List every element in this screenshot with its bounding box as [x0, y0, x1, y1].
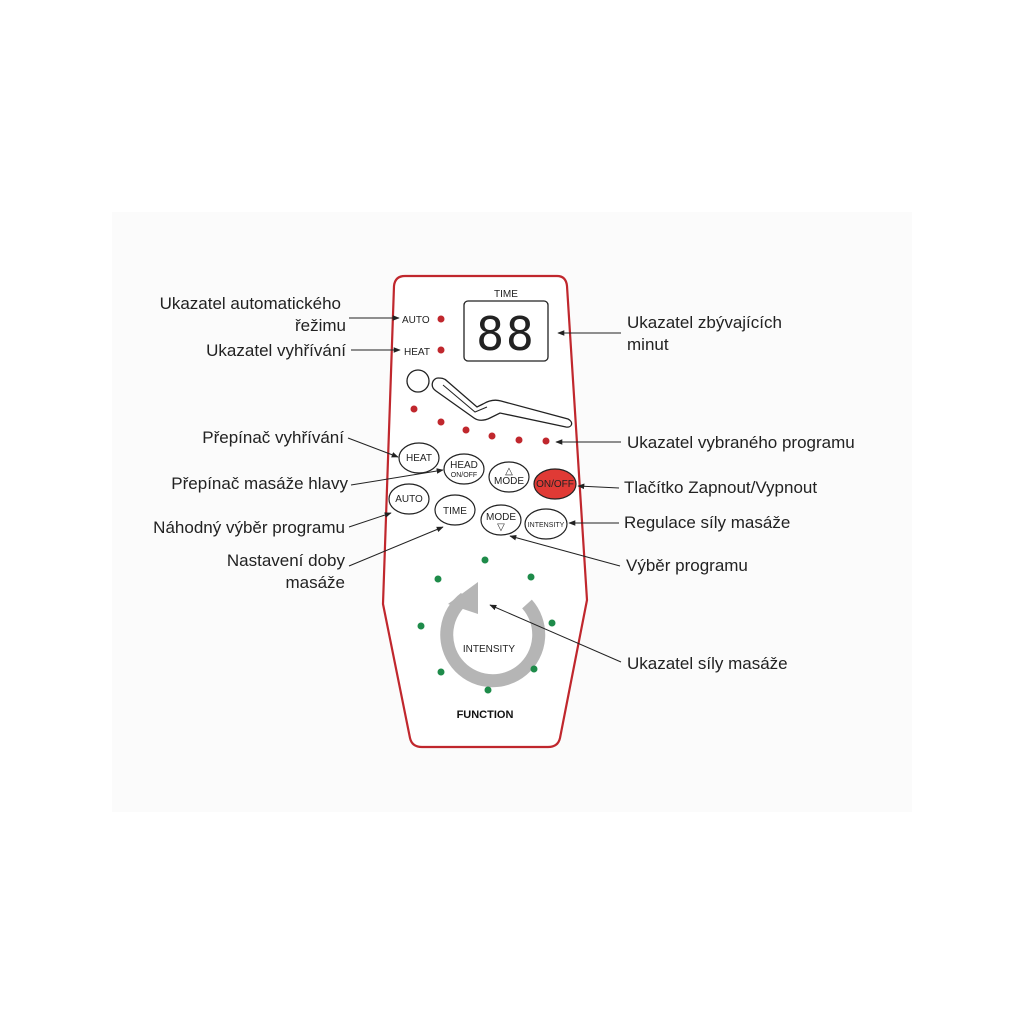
intensity-dial: INTENSITY — [440, 582, 546, 688]
callout-head-switch: Přepínač masáže hlavy — [171, 474, 348, 493]
intensity-led — [530, 665, 538, 673]
time-display — [463, 300, 549, 362]
mode-up-button-label: MODE — [494, 476, 524, 487]
arrow-head-switch — [350, 468, 444, 486]
program-led — [437, 418, 445, 426]
time-display-label: TIME — [494, 289, 518, 300]
callout-auto-indicator-line2: řežimu — [295, 316, 346, 335]
callout-program-select: Výběr programu — [626, 556, 748, 575]
callout-auto-indicator-line1: Ukazatel automatického — [160, 294, 341, 313]
mode-up-button[interactable]: △ MODE — [488, 461, 530, 493]
arrow-random-program — [348, 512, 392, 528]
callout-duration-line1: Nastavení doby — [227, 551, 346, 570]
time-button-label: TIME — [443, 506, 467, 517]
time-button[interactable]: TIME — [434, 494, 476, 526]
function-label: FUNCTION — [457, 709, 514, 721]
intensity-led — [527, 573, 535, 581]
callout-heat-indicator: Ukazatel vyhřívání — [206, 341, 346, 360]
callout-duration-line2: masáže — [285, 573, 345, 592]
intensity-led-group — [417, 556, 556, 694]
rotate-arrowhead-icon — [448, 582, 478, 614]
intensity-button-label: INTENSITY — [528, 522, 565, 529]
mode-down-button[interactable]: MODE ▽ — [480, 504, 522, 536]
auto-button-label: AUTO — [395, 494, 423, 505]
mode-down-arrow-icon: ▽ — [497, 522, 505, 533]
head-button-sublabel: ON/OFF — [451, 472, 477, 479]
mode-up-arrow-icon: △ — [505, 466, 513, 477]
heat-indicator-led — [437, 346, 445, 354]
program-led — [462, 426, 470, 434]
rotate-arrow-icon — [440, 592, 546, 688]
time-display-digits: 88 — [476, 307, 535, 361]
callout-remaining-minutes-line1: Ukazatel zbývajících — [627, 313, 782, 332]
arrow-power-button — [577, 483, 620, 490]
intensity-led — [484, 686, 492, 694]
callout-heat-switch: Přepínač vyhřívání — [202, 428, 344, 447]
recline-body-inner-icon — [442, 384, 488, 413]
intensity-led — [417, 622, 425, 630]
auto-indicator-label: AUTO — [402, 315, 430, 326]
intensity-button[interactable]: INTENSITY — [524, 508, 568, 540]
onoff-button-label: ON/OFF — [536, 479, 574, 490]
heat-button-label: HEAT — [406, 453, 432, 464]
head-button-label: HEAD — [450, 460, 478, 471]
callout-power-button: Tlačítko Zapnout/Vypnout — [624, 478, 817, 497]
callout-random-program: Náhodný výběr programu — [153, 518, 345, 537]
arrow-program-select — [509, 534, 621, 567]
callout-intensity-control: Regulace síly masáže — [624, 513, 790, 532]
arrow-intensity-indicator — [489, 604, 622, 663]
program-led — [515, 436, 523, 444]
head-onoff-button[interactable]: HEAD ON/OFF — [443, 453, 485, 485]
recline-body-icon — [431, 377, 573, 428]
heat-button[interactable]: HEAT — [398, 442, 440, 474]
program-led — [488, 432, 496, 440]
program-led — [410, 405, 418, 413]
arrow-heat-switch — [347, 437, 399, 458]
callout-remaining-minutes-line2: minut — [627, 335, 669, 354]
onoff-button[interactable]: ON/OFF — [533, 468, 577, 500]
heat-indicator-label: HEAT — [404, 347, 430, 358]
arrow-duration — [348, 526, 444, 567]
callout-arrows — [347, 315, 622, 663]
intensity-led — [437, 668, 445, 676]
program-led — [542, 437, 550, 445]
intensity-dial-label: INTENSITY — [463, 644, 516, 655]
callout-selected-program: Ukazatel vybraného programu — [627, 433, 855, 452]
intensity-led — [548, 619, 556, 627]
intensity-led — [481, 556, 489, 564]
mode-down-button-label: MODE — [486, 512, 516, 523]
auto-indicator-led — [437, 315, 445, 323]
program-led-group — [410, 405, 550, 445]
head-figure-icon — [406, 369, 430, 393]
auto-button[interactable]: AUTO — [388, 483, 430, 515]
intensity-led — [434, 575, 442, 583]
callout-intensity-indicator: Ukazatel síly masáže — [627, 654, 788, 673]
